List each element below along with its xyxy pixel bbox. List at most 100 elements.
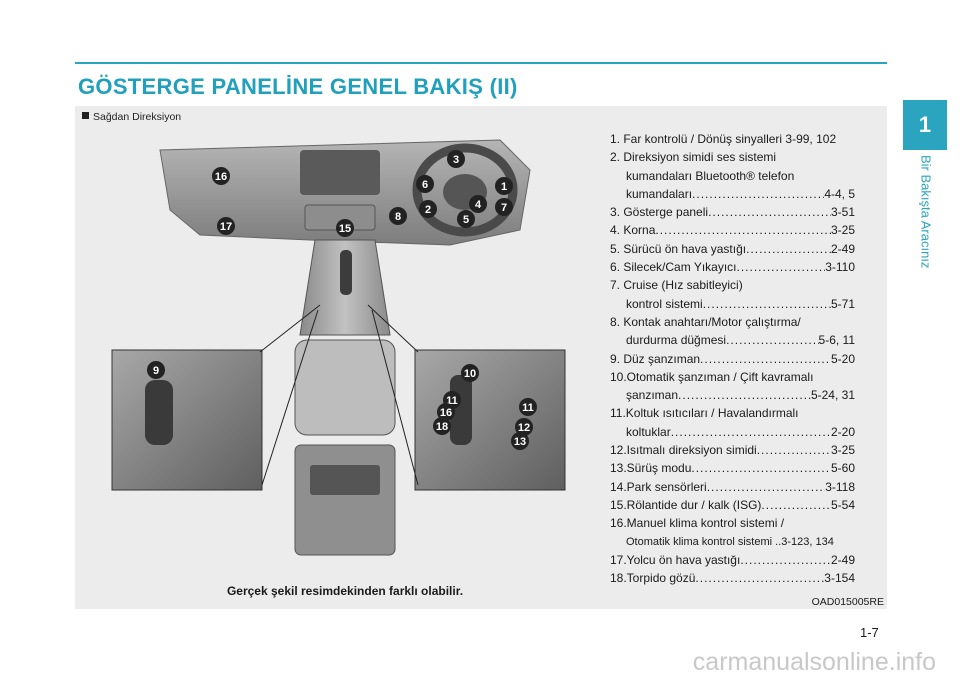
legend-item: 17.Yolcu ön hava yastığı2-49	[610, 551, 855, 569]
svg-text:6: 6	[422, 179, 428, 191]
steering-label: Sağdan Direksiyon	[82, 111, 181, 123]
leader-dots	[708, 203, 831, 221]
legend-text: durdurma düğmesi	[626, 333, 727, 348]
legend-page-ref[interactable]: 5-20	[830, 351, 855, 366]
legend-text: 3. Gösterge paneli	[610, 205, 709, 220]
center-screen	[300, 150, 380, 195]
callout-8: 8	[389, 207, 407, 225]
callout-12: 12	[515, 418, 533, 436]
header-rule	[75, 62, 887, 64]
legend-page-ref[interactable]: 3-25	[830, 443, 855, 458]
leader-dots	[671, 423, 831, 441]
chapter-tab[interactable]: 1	[903, 100, 947, 150]
rear-vents	[310, 465, 380, 495]
legend-item: 1. Far kontrolü / Dönüş sinyalleri 3-99,…	[610, 130, 855, 148]
legend-page-ref[interactable]: 3-25	[830, 223, 855, 238]
legend-item: 10.Otomatik şanzıman / Çift kavramalı şan…	[610, 368, 855, 405]
legend-line: 18.Torpido gözü3-154	[610, 569, 855, 587]
legend-page-ref[interactable]: 5-24, 31	[810, 388, 855, 403]
legend-page-ref[interactable]: 2-49	[830, 552, 855, 567]
callout-18: 17	[217, 217, 235, 235]
legend-page-ref[interactable]: 2-20	[830, 424, 855, 439]
legend-text: 2. Direksiyon simidi ses sistemi	[610, 150, 777, 165]
dashboard-illustration: 16 17 15 8 6 2 3 1 4 7 5 9 10 11 11 16 1…	[111, 139, 566, 556]
legend-page-ref[interactable]: 5-60	[830, 461, 855, 476]
legend-text: 12.Isıtmalı direksiyon simidi	[610, 443, 757, 458]
callout-9: 9	[147, 361, 165, 379]
leader-dots	[740, 551, 831, 569]
legend-text: 10.Otomatik şanzıman / Çift kavramalı	[610, 369, 814, 384]
legend-line: 17.Yolcu ön hava yastığı2-49	[610, 551, 855, 569]
bullet-square-icon	[82, 112, 89, 119]
leader-dots	[726, 331, 818, 349]
legend-line: 9. Düz şanzıman5-20	[610, 350, 855, 368]
legend-item: 14.Park sensörleri 3-118	[610, 478, 855, 496]
legend-line: 5. Sürücü ön hava yastığı 2-49	[610, 240, 855, 258]
legend-text: koltuklar	[626, 424, 671, 439]
callout-10: 10	[461, 364, 479, 382]
leader-dots	[692, 185, 824, 203]
legend-line: şanzıman 5-24, 31	[610, 386, 855, 404]
legend-line: 13.Sürüş modu5-60	[610, 459, 855, 477]
legend-line: 12.Isıtmalı direksiyon simidi 3-25	[610, 441, 855, 459]
legend-page-ref[interactable]: 4-4, 5	[824, 186, 855, 201]
legend-text: 14.Park sensörleri	[610, 479, 707, 494]
legend-page-ref[interactable]: 3-110	[825, 260, 855, 275]
legend-text: kontrol sistemi	[626, 296, 703, 311]
leader-dots	[691, 459, 831, 477]
leader-dots	[678, 386, 811, 404]
svg-text:8: 8	[395, 211, 401, 223]
legend-text: 5. Sürücü ön hava yastığı	[610, 241, 747, 256]
legend-item: 11.Koltuk ısıtıcıları / Havalandırmalı ko…	[610, 404, 855, 441]
callout-13: 13	[511, 432, 529, 450]
svg-text:13: 13	[514, 436, 526, 448]
legend-text: kumandaları Bluetooth® telefon	[626, 168, 795, 183]
legend-page-ref[interactable]: 3-118	[825, 479, 855, 494]
svg-text:3: 3	[453, 154, 459, 166]
legend-list: 1. Far kontrolü / Dönüş sinyalleri 3-99,…	[610, 130, 855, 587]
legend-text: 11.Koltuk ısıtıcıları / Havalandırmalı	[610, 406, 799, 421]
legend-line: 3. Gösterge paneli 3-51	[610, 203, 855, 221]
legend-page-ref[interactable]: 3-154	[824, 571, 855, 586]
legend-item: 9. Düz şanzıman5-20	[610, 350, 855, 368]
legend-page-ref[interactable]: 5-6, 11	[818, 333, 855, 348]
legend-page-ref[interactable]: 5-54	[830, 497, 855, 512]
legend-page-ref[interactable]: 2-49	[830, 241, 855, 256]
legend-item: 6. Silecek/Cam Yıkayıcı3-110	[610, 258, 855, 276]
legend-item: 13.Sürüş modu5-60	[610, 459, 855, 477]
legend-line: kontrol sistemi 5-71	[610, 295, 855, 313]
manual-gear-inset	[111, 349, 263, 491]
legend-text: şanzıman	[626, 388, 679, 403]
callout-11-right: 11	[519, 398, 537, 416]
svg-text:12: 12	[518, 422, 530, 434]
callout-5: 5	[457, 210, 475, 228]
leader-dots	[757, 441, 831, 459]
callout-1: 1	[495, 177, 513, 195]
watermark: carmanualsonline.info	[692, 648, 936, 676]
legend-text: 8. Kontak anahtarı/Motor çalıştırma/	[610, 314, 801, 329]
callout-16: 15	[336, 219, 354, 237]
callout-15: 18	[433, 417, 451, 435]
legend-item: 3. Gösterge paneli 3-51	[610, 203, 855, 221]
svg-text:11: 11	[522, 402, 534, 414]
leader-dots	[737, 258, 826, 276]
callout-6: 6	[416, 175, 434, 193]
legend-page-ref[interactable]: 5-71	[830, 296, 855, 311]
legend-item: 12.Isıtmalı direksiyon simidi 3-25	[610, 441, 855, 459]
callout-2: 2	[419, 200, 437, 218]
leader-dots	[695, 569, 824, 587]
legend-line: 14.Park sensörleri 3-118	[610, 478, 855, 496]
page-title: GÖSTERGE PANELİNE GENEL BAKIŞ (II)	[78, 74, 518, 99]
legend-item: 18.Torpido gözü3-154	[610, 569, 855, 587]
gear-lever	[340, 250, 352, 295]
svg-text:17: 17	[220, 221, 232, 233]
legend-page-ref[interactable]: 3-51	[830, 205, 855, 220]
leader-dots	[746, 240, 831, 258]
legend-item: 16.Manuel klima kontrol sistemi /Otomati…	[610, 514, 855, 551]
svg-text:7: 7	[501, 202, 507, 214]
legend-line: 2. Direksiyon simidi ses sistemi	[610, 148, 855, 166]
svg-text:9: 9	[153, 365, 159, 377]
legend-line: 10.Otomatik şanzıman / Çift kavramalı	[610, 368, 855, 386]
svg-text:10: 10	[464, 368, 476, 380]
legend-text: Otomatik klima kontrol sistemi ..3-123, …	[626, 535, 834, 548]
